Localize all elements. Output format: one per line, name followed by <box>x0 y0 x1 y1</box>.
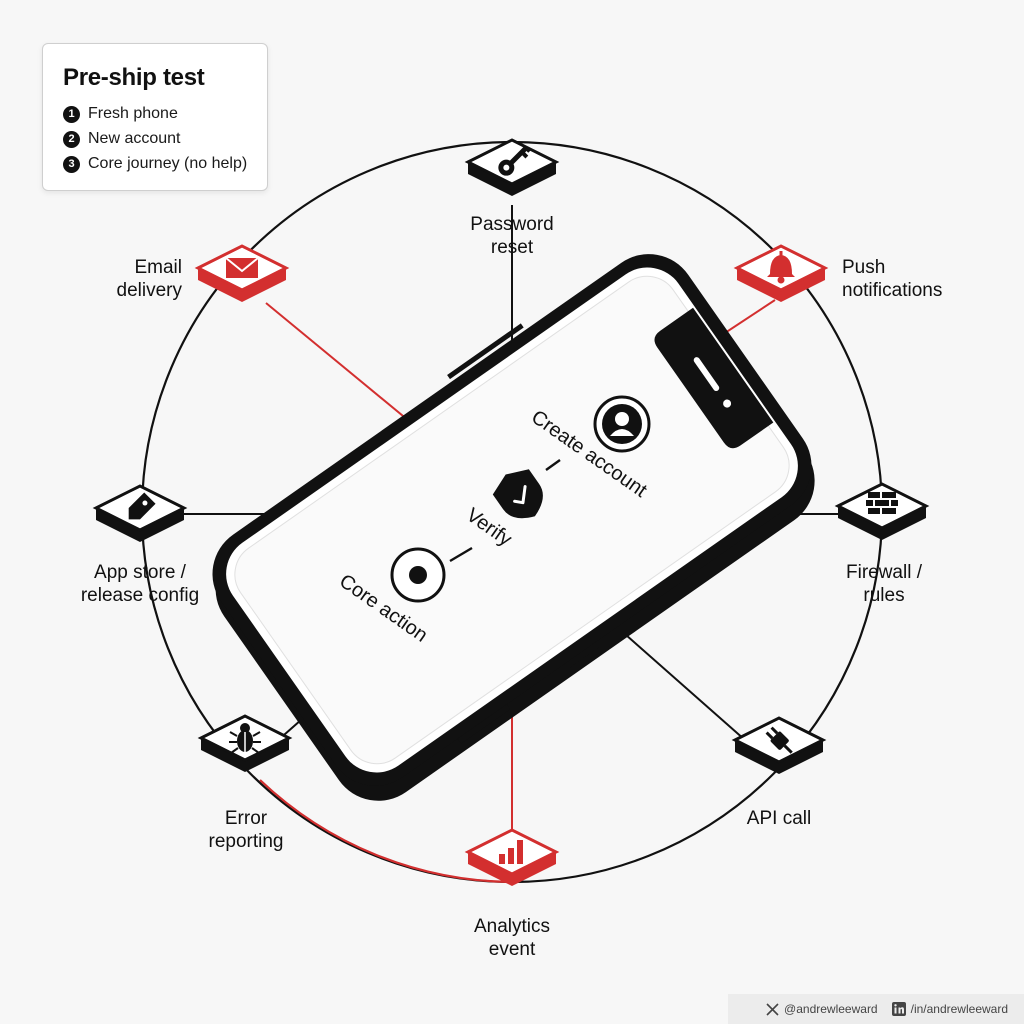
checklist-step: 2 New account <box>63 130 181 148</box>
brick-wall-icon <box>866 492 898 514</box>
shield-check-icon <box>492 469 543 519</box>
step-label: New account <box>88 130 181 147</box>
app-store-release-config-label: App store /release config <box>80 562 200 606</box>
user-avatar-icon <box>593 395 651 453</box>
firewall-rules-label: Firewall /rules <box>845 562 923 606</box>
api-call-node <box>731 716 827 774</box>
envelope-icon <box>225 257 259 278</box>
bug-icon <box>229 723 261 754</box>
x-profile-link[interactable]: @andrewleeward <box>766 1002 878 1016</box>
analytics-event-node <box>464 828 560 886</box>
x-logo-icon <box>766 1002 779 1016</box>
key-icon <box>498 145 532 176</box>
checklist-step: 1 Fresh phone <box>63 105 178 123</box>
step-number-badge: 2 <box>63 130 80 148</box>
tag-icon <box>128 492 156 520</box>
flow-connector <box>449 546 473 563</box>
bar-chart-icon <box>499 840 523 864</box>
flow-connector <box>545 459 561 471</box>
linkedin-handle: /in/andrewleeward <box>910 1002 1008 1016</box>
checklist-step: 3 Core journey (no help) <box>63 155 247 173</box>
api-call-label: API call <box>746 808 812 829</box>
email-delivery-node <box>194 244 290 302</box>
bell-icon <box>767 251 795 284</box>
step-label: Core journey (no help) <box>88 155 248 172</box>
x-handle: @andrewleeward <box>784 1002 878 1016</box>
password-reset-node <box>464 138 560 196</box>
attribution-footer: @andrewleeward /in/andrewleeward <box>728 994 1024 1024</box>
plug-icon <box>765 726 793 754</box>
phone <box>212 254 815 801</box>
firewall-rules-node <box>834 482 930 540</box>
linkedin-logo-icon <box>891 1002 906 1016</box>
ring-accent-arc <box>259 779 513 884</box>
card-title: Pre-ship test <box>63 64 205 91</box>
pre-ship-checklist-card: Pre-ship test 1 Fresh phone 2 New accoun… <box>42 43 268 191</box>
step-number-badge: 3 <box>63 155 80 173</box>
error-reporting-node <box>197 714 293 772</box>
linkedin-profile-link[interactable]: /in/andrewleeward <box>891 1002 1008 1016</box>
step-number-badge: 1 <box>63 105 80 123</box>
push-notifications-node <box>733 244 829 302</box>
app-store-release-config-node <box>92 484 188 542</box>
target-icon <box>390 547 446 603</box>
step-label: Fresh phone <box>88 105 178 122</box>
